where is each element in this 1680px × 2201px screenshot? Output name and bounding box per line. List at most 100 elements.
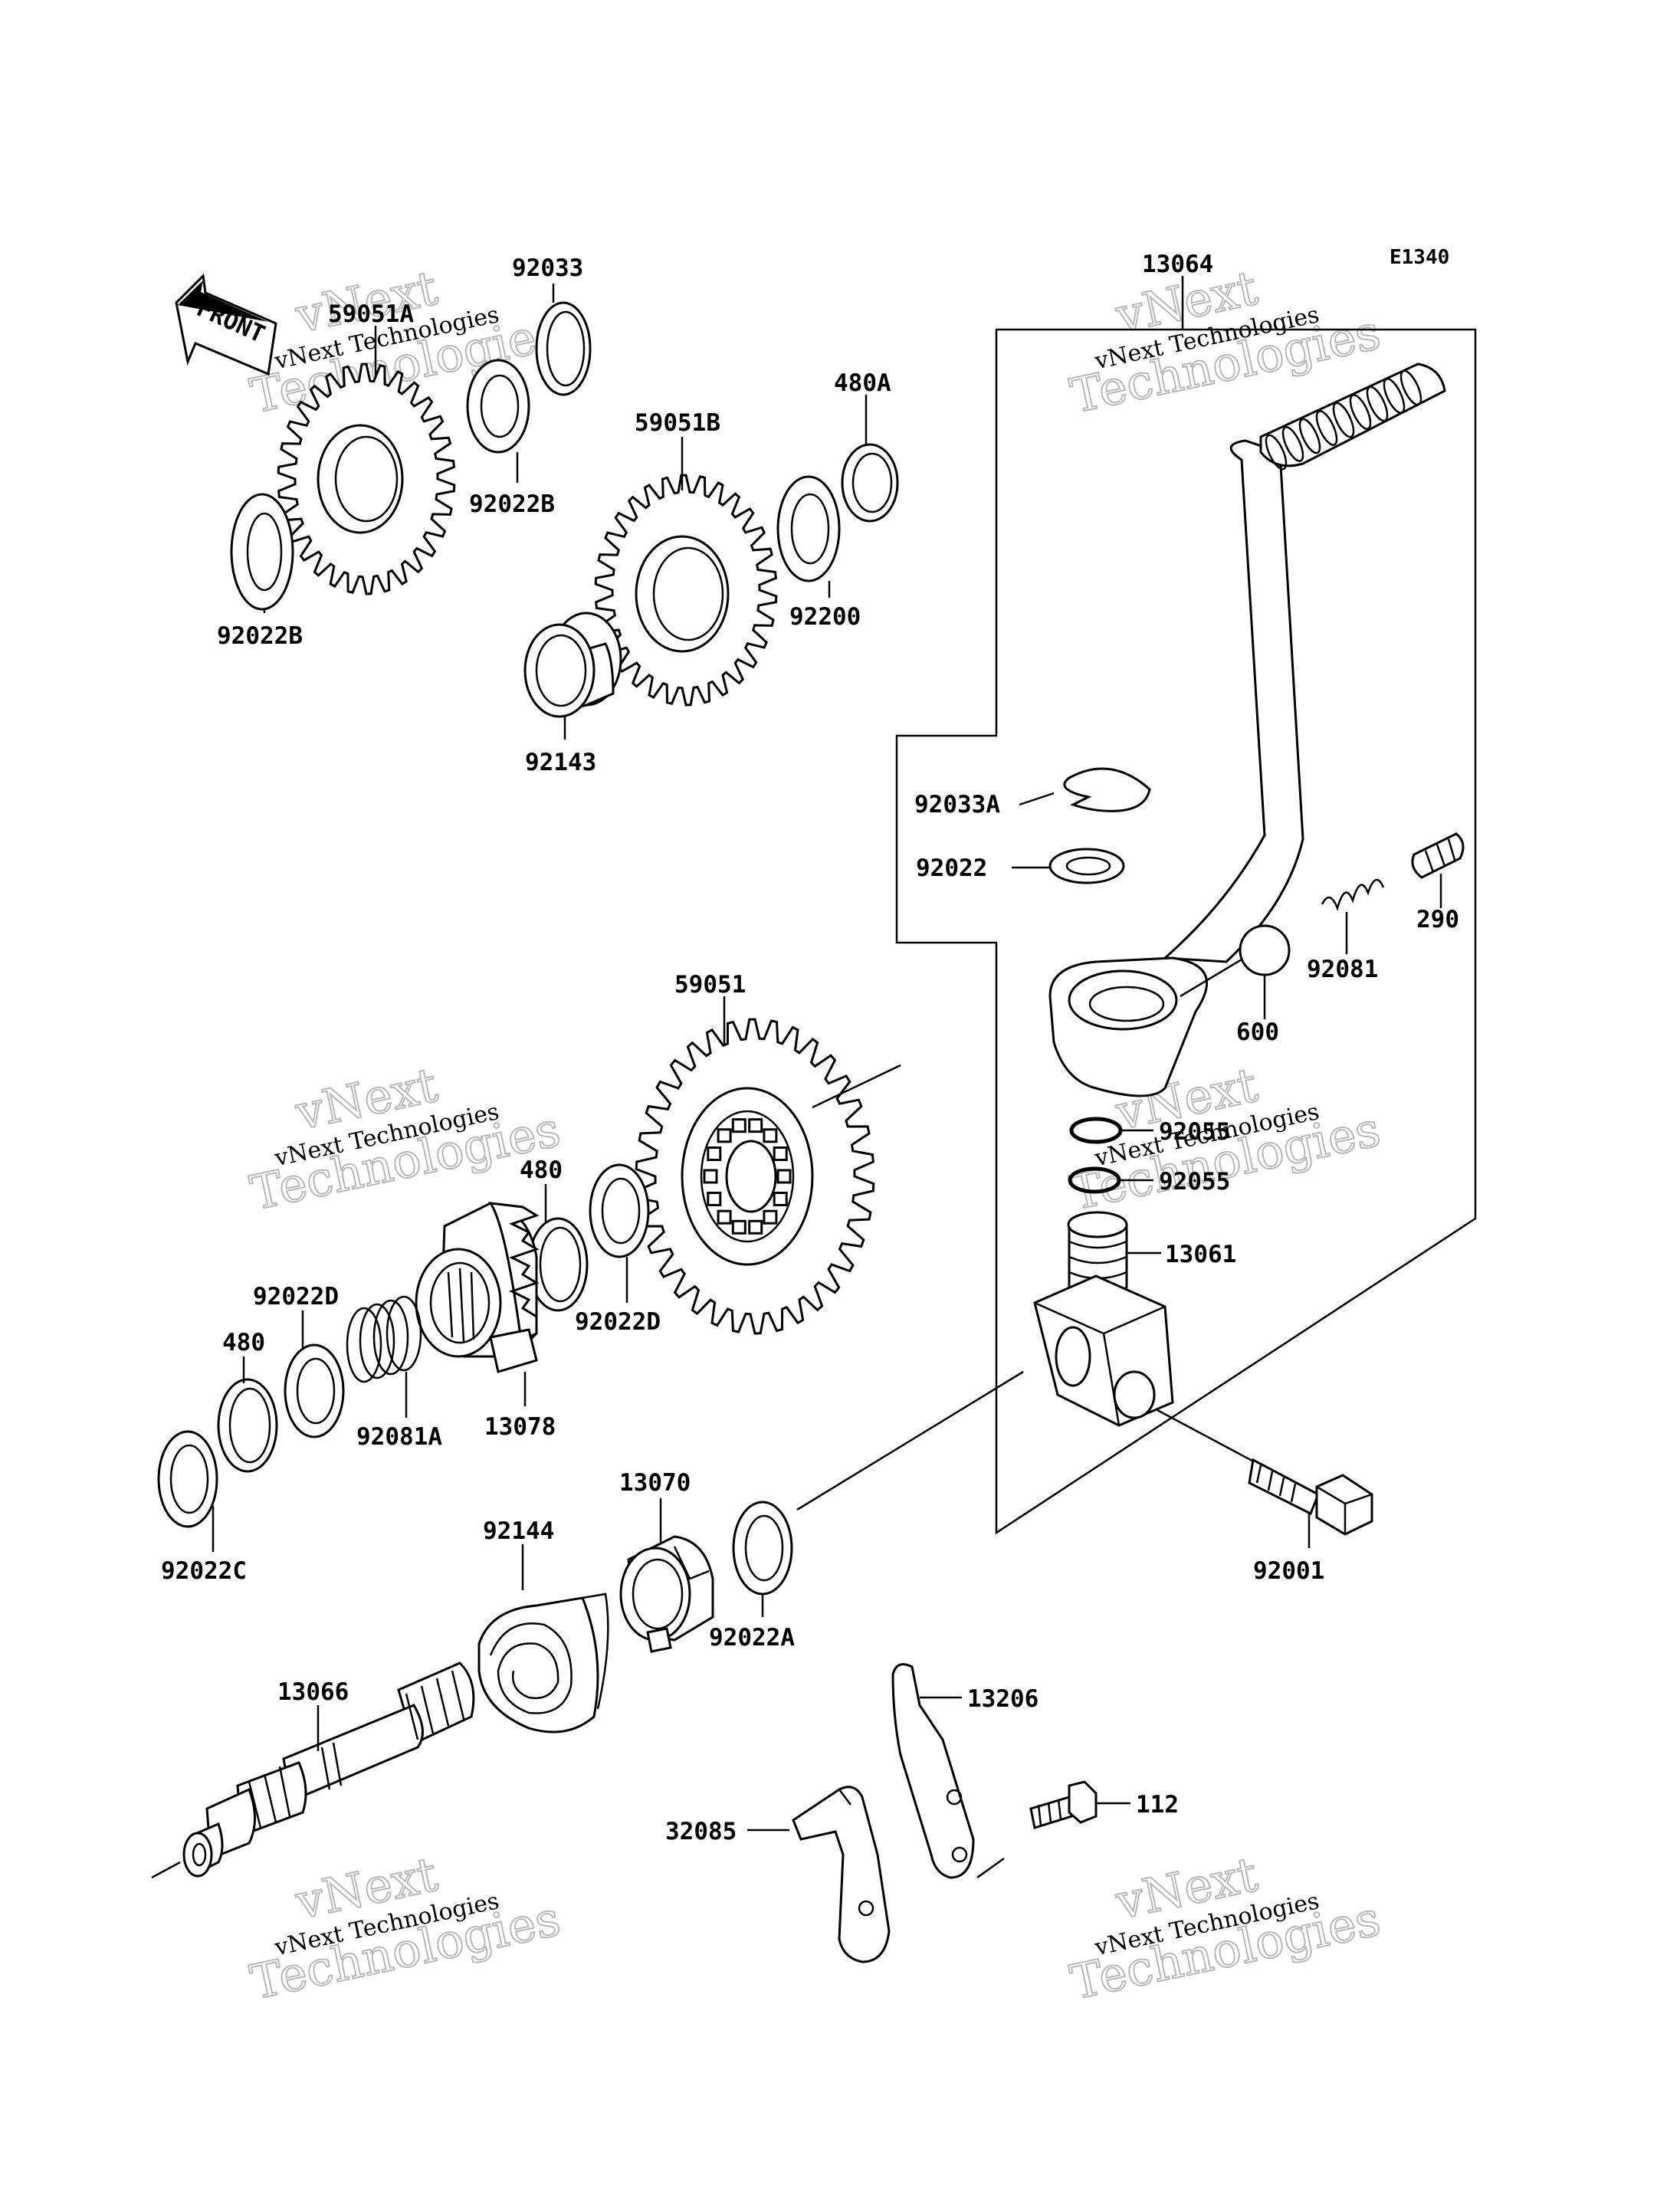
gear-spline-tooth [748, 1118, 763, 1133]
callout-13061: 13061 [1165, 1241, 1236, 1268]
washer-92022B-top [466, 359, 530, 454]
spring-92144 [477, 1593, 609, 1734]
callout-13064: 13064 [1142, 251, 1213, 278]
gear-spline-tooth [748, 1219, 763, 1235]
leader-plate-bolt [976, 1857, 1005, 1879]
grip-rib [1281, 426, 1304, 462]
grip-rib [1265, 434, 1288, 471]
circlip-480-left [217, 1378, 278, 1473]
callout-92022A: 92022A [709, 1624, 795, 1652]
washer-92200 [776, 475, 841, 582]
callout-59051A: 59051A [328, 300, 414, 328]
guide-13070 [619, 1535, 714, 1653]
shaft-axis-lower [151, 1861, 181, 1879]
washer-92022B-left [230, 493, 294, 611]
grip-rib [1298, 418, 1321, 454]
front-arrow-icon: FRONT [175, 273, 277, 376]
callout-13066: 13066 [277, 1678, 349, 1706]
gear-59051A [277, 362, 456, 595]
callout-13206: 13206 [967, 1685, 1039, 1713]
eclip-92033A [1063, 767, 1151, 812]
grip-rib [1366, 385, 1389, 422]
callout-92022D-left: 92022D [253, 1283, 339, 1310]
callout-13078: 13078 [484, 1413, 556, 1441]
gear-spline-tooth [773, 1192, 788, 1206]
callout-92022D-right: 92022D [575, 1308, 661, 1336]
gear-59051 [635, 1018, 875, 1335]
gear-spline-tooth [707, 1192, 722, 1206]
assembly-outline-13064 [895, 328, 1477, 1535]
callout-labels: 92033 59051A 92022B 92022B 480A 59051B 9… [161, 251, 1459, 1845]
grip-rib [1315, 410, 1338, 446]
callout-600: 600 [1236, 1018, 1279, 1046]
washer-92022D-left [284, 1343, 345, 1438]
gear-spline-tooth [717, 1128, 732, 1143]
detent-290 [1411, 832, 1465, 879]
plate-32085 [792, 1786, 891, 1963]
leader-clamp-shaft [796, 1370, 1024, 1511]
callout-92055-top: 92055 [1159, 1118, 1230, 1146]
grip-rib [1399, 369, 1422, 406]
gear-spline-tooth [776, 1169, 792, 1184]
leader-600-pedal [1180, 958, 1242, 998]
washer-92022A [732, 1501, 793, 1596]
stopper-13206 [891, 1663, 975, 1879]
grip-rib [1383, 378, 1406, 414]
callout-32085: 32085 [665, 1818, 737, 1845]
circlip-480A [841, 443, 899, 523]
leader-92033A [1019, 792, 1055, 806]
grip-rib [1349, 394, 1372, 430]
gear-spline-tooth [707, 1146, 722, 1161]
callout-59051B: 59051B [635, 409, 720, 437]
spring-92081A [346, 1295, 422, 1383]
callout-92143: 92143 [525, 749, 596, 776]
callout-92022B-top: 92022B [469, 490, 555, 518]
gear-spline-tooth [763, 1209, 778, 1225]
callout-92055-bottom: 92055 [1159, 1168, 1230, 1196]
ratchet-13078 [415, 1202, 540, 1373]
callout-92200: 92200 [789, 603, 861, 631]
callout-92022: 92022 [916, 854, 987, 882]
clamp-boss [1033, 1274, 1174, 1427]
gear-spline-tooth [773, 1146, 788, 1161]
bolt-112 [1029, 1780, 1098, 1829]
ball-600 [1239, 924, 1291, 976]
oring-92055-top [1069, 1117, 1123, 1144]
kick-pedal-13064 [1048, 362, 1446, 1097]
callout-92144: 92144 [483, 1517, 554, 1545]
callout-59051: 59051 [674, 971, 746, 999]
callout-92033A: 92033A [914, 791, 1000, 818]
callout-92081: 92081 [1307, 956, 1378, 983]
circlip-92033 [535, 301, 592, 396]
gear-spline-tooth [703, 1169, 718, 1184]
callout-92022B-left: 92022B [217, 622, 303, 650]
callout-92033: 92033 [512, 254, 583, 282]
callout-112: 112 [1136, 1791, 1179, 1819]
callout-480-left: 480 [222, 1329, 265, 1356]
circlip-480-top [527, 1217, 589, 1312]
gear-spline-tooth [763, 1128, 778, 1143]
callout-92081A: 92081A [356, 1423, 442, 1451]
washer-92022-pedal [1048, 848, 1125, 884]
callout-480A: 480A [834, 369, 891, 397]
gear-spline-tooth [717, 1209, 732, 1225]
gear-spline-tooth [731, 1219, 746, 1235]
callout-13070: 13070 [619, 1469, 691, 1497]
washer-92022D-right [589, 1163, 650, 1258]
shaft-axis-upper [812, 1064, 901, 1109]
gear-spline-tooth [731, 1118, 746, 1133]
grip-rib [1332, 402, 1355, 438]
gear-59051B [594, 474, 778, 707]
washer-92022C [157, 1430, 218, 1528]
callout-290: 290 [1416, 906, 1459, 933]
callout-480-top: 480 [520, 1156, 563, 1184]
callout-92022C: 92022C [161, 1557, 247, 1585]
collar-92143 [523, 612, 622, 718]
spring-92081 [1321, 878, 1385, 911]
diagram-code: E1340 [1390, 246, 1449, 269]
shaft-13066 [182, 1661, 475, 1878]
